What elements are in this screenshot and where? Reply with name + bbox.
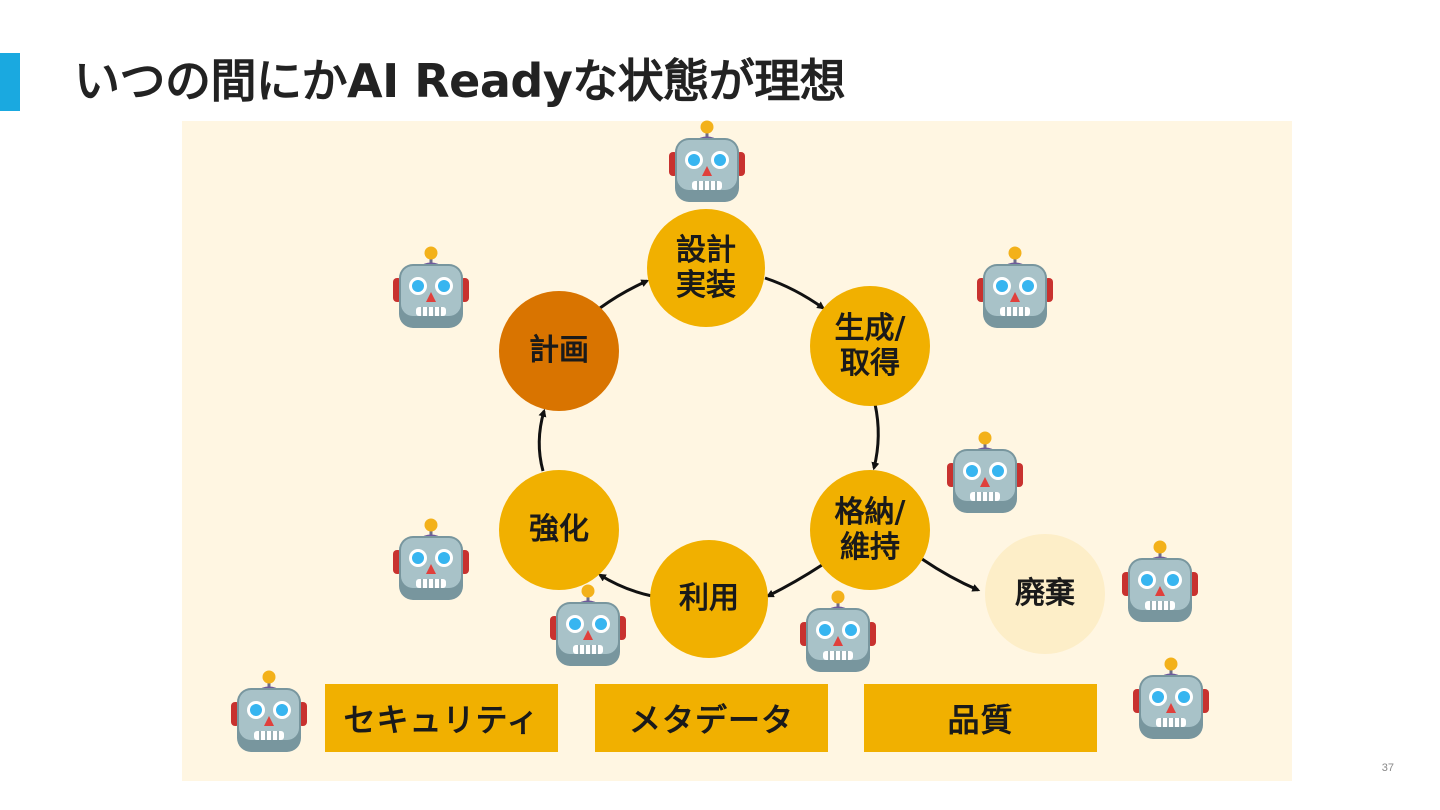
title-accent-bar xyxy=(0,53,20,111)
robot-face-icon xyxy=(945,431,1025,515)
node-design-implement: 設計 実装 xyxy=(647,209,765,327)
foundation-bar-security: セキュリティ xyxy=(325,684,558,752)
node-plan: 計画 xyxy=(499,291,619,411)
robot-face-icon xyxy=(548,584,628,668)
node-use: 利用 xyxy=(650,540,768,658)
robot-face-icon xyxy=(975,246,1055,330)
robot-face-icon xyxy=(391,518,471,602)
robot-face-icon xyxy=(391,246,471,330)
foundation-bar-metadata: メタデータ xyxy=(595,684,828,752)
robot-face-icon xyxy=(1131,657,1211,741)
node-store-maintain: 格納/ 維持 xyxy=(810,470,930,590)
node-disposal: 廃棄 xyxy=(985,534,1105,654)
robot-face-icon xyxy=(667,120,747,204)
foundation-bar-quality: 品質 xyxy=(864,684,1097,752)
robot-face-icon xyxy=(229,670,309,754)
robot-face-icon xyxy=(1120,540,1200,624)
node-enhance: 強化 xyxy=(499,470,619,590)
page-number: 37 xyxy=(1381,762,1394,774)
node-generate-acquire: 生成/ 取得 xyxy=(810,286,930,406)
slide-title: いつの間にかAI Readyな状態が理想 xyxy=(74,54,846,108)
robot-face-icon xyxy=(798,590,878,674)
